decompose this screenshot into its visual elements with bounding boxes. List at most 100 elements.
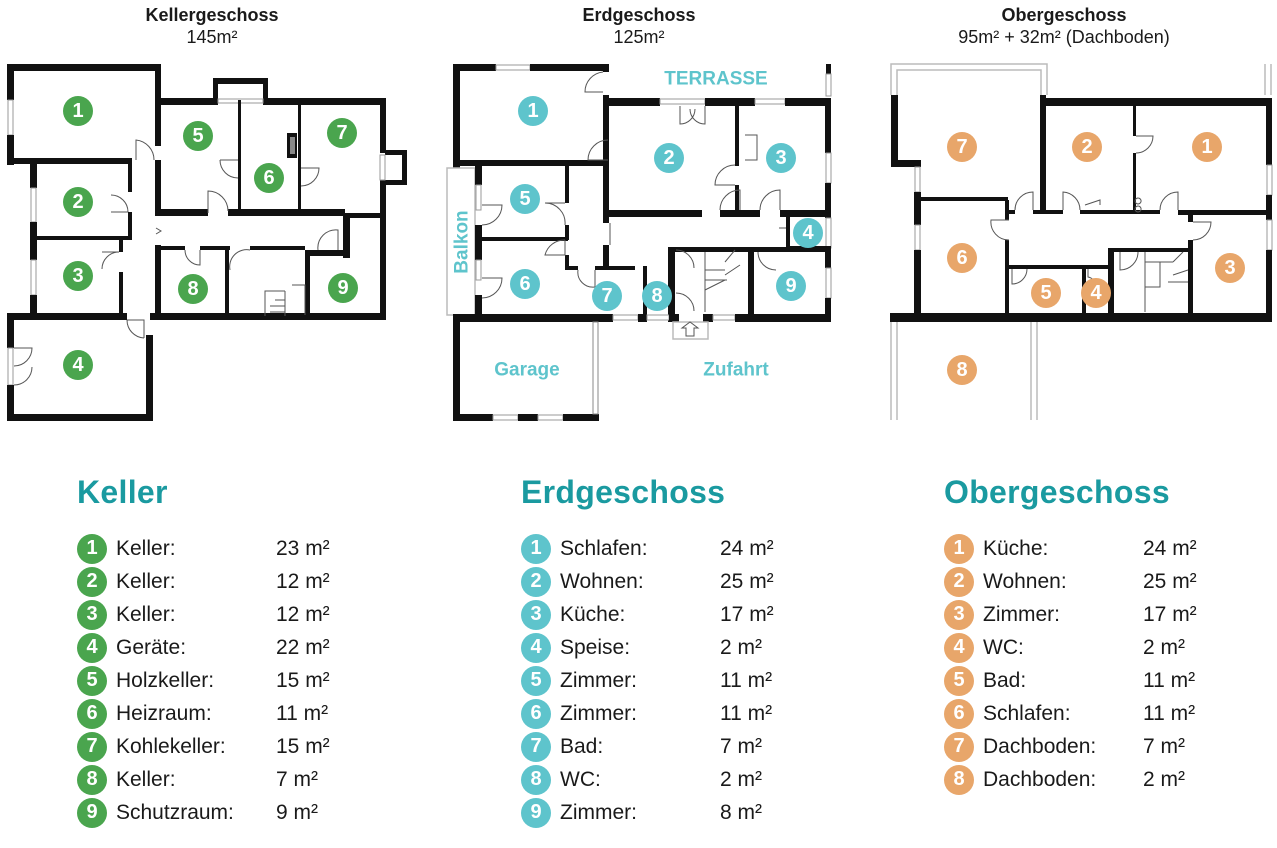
room-badge: 1	[1192, 132, 1222, 162]
floor-plan-obergeschoss: 1 2 3 4 5 6 7 8	[890, 63, 1273, 420]
room-badge: 1	[63, 96, 93, 126]
room-name: Bad:	[560, 734, 604, 758]
room-area: 11 m²	[720, 668, 773, 692]
room-area: 11 m²	[276, 701, 329, 725]
room-number-badge: 9	[521, 797, 551, 828]
room-area: 24 m²	[1143, 536, 1197, 560]
floor-plan-keller: 1 2 3 4 5 6 7 8 9	[7, 64, 407, 421]
legend-heading: Erdgeschoss	[521, 474, 726, 510]
room-name: Zimmer:	[560, 800, 637, 824]
svg-text:7: 7	[956, 136, 967, 158]
room-number-badge: 2	[77, 566, 107, 597]
room-area: 2 m²	[1143, 635, 1185, 659]
svg-text:4: 4	[802, 222, 814, 244]
room-name: Dachboden:	[983, 734, 1097, 758]
room-number-badge: 1	[521, 533, 551, 564]
svg-text:2: 2	[72, 191, 83, 213]
room-number-badge: 8	[944, 764, 974, 795]
room-badge: 8	[642, 281, 672, 311]
room-name: Schlafen:	[983, 701, 1071, 725]
room-number-badge: 3	[944, 599, 974, 630]
room-name: Speise:	[560, 635, 631, 659]
room-badge: 2	[654, 143, 684, 173]
room-badge: 4	[63, 350, 93, 380]
room-badge: 1	[518, 96, 548, 126]
legend-row: 6 Schlafen: 11 m²	[944, 697, 1197, 730]
svg-text:6: 6	[956, 247, 967, 269]
room-name: Geräte:	[116, 635, 187, 659]
room-area: 2 m²	[720, 767, 762, 791]
legend-heading: Obergeschoss	[944, 474, 1170, 510]
room-area: 11 m²	[1143, 668, 1196, 692]
room-name: Wohnen:	[983, 569, 1067, 593]
room-badge: 9	[776, 271, 806, 301]
room-badge: 6	[510, 269, 540, 299]
svg-text:8: 8	[187, 278, 198, 300]
plan-title-obergeschoss: Obergeschoss 95m² + 32m² (Dachboden)	[914, 4, 1214, 48]
room-name: Keller:	[116, 569, 176, 593]
room-number-badge: 4	[944, 632, 974, 663]
plan-area: 95m² + 32m² (Dachboden)	[958, 27, 1170, 47]
room-area: 25 m²	[720, 569, 774, 593]
room-badge: 3	[63, 261, 93, 291]
room-area: 22 m²	[276, 635, 330, 659]
room-badge: 4	[1081, 278, 1111, 308]
room-name: Kohlekeller:	[116, 734, 226, 758]
plan-name: Erdgeschoss	[582, 5, 696, 25]
room-badge: 8	[178, 274, 208, 304]
svg-text:9: 9	[337, 277, 348, 299]
room-number-badge: 6	[77, 698, 107, 729]
floor-plan-erdgeschoss: TERRASSE Garage Zufahrt Balkon 1 2 3 4 5…	[446, 64, 832, 421]
room-number-badge: 5	[521, 665, 551, 696]
room-area: 15 m²	[276, 668, 330, 692]
svg-text:3: 3	[1224, 257, 1235, 279]
svg-text:6: 6	[519, 273, 530, 295]
terrace-label: TERRASSE	[664, 69, 767, 90]
room-badge: 2	[63, 187, 93, 217]
room-area: 12 m²	[276, 602, 330, 626]
svg-text:9: 9	[785, 275, 796, 297]
plan-title-keller: Kellergeschoss 145m²	[112, 4, 312, 48]
room-area: 11 m²	[1143, 701, 1196, 725]
room-number-badge: 6	[944, 698, 974, 729]
room-number-badge: 5	[944, 665, 974, 696]
room-number-badge: 3	[77, 599, 107, 630]
svg-text:4: 4	[72, 354, 84, 376]
room-name: Wohnen:	[560, 569, 644, 593]
room-badge: 5	[510, 184, 540, 214]
room-number-badge: 2	[944, 566, 974, 597]
svg-text:2: 2	[663, 147, 674, 169]
svg-text:7: 7	[601, 285, 612, 307]
plan-name: Kellergeschoss	[145, 5, 279, 25]
room-badge: 7	[947, 132, 977, 162]
plan-title-erdgeschoss: Erdgeschoss 125m²	[539, 4, 739, 48]
balcony-label: Balkon	[452, 210, 473, 273]
room-number-badge: 3	[521, 599, 551, 630]
svg-text:7: 7	[336, 122, 347, 144]
room-name: Küche:	[983, 536, 1049, 560]
plan-name: Obergeschoss	[1001, 5, 1127, 25]
room-area: 9 m²	[276, 800, 318, 824]
room-badge: 9	[328, 273, 358, 303]
room-area: 17 m²	[720, 602, 774, 626]
room-badge: 3	[766, 143, 796, 173]
svg-text:4: 4	[1090, 282, 1102, 304]
room-badge: 4	[793, 218, 823, 248]
